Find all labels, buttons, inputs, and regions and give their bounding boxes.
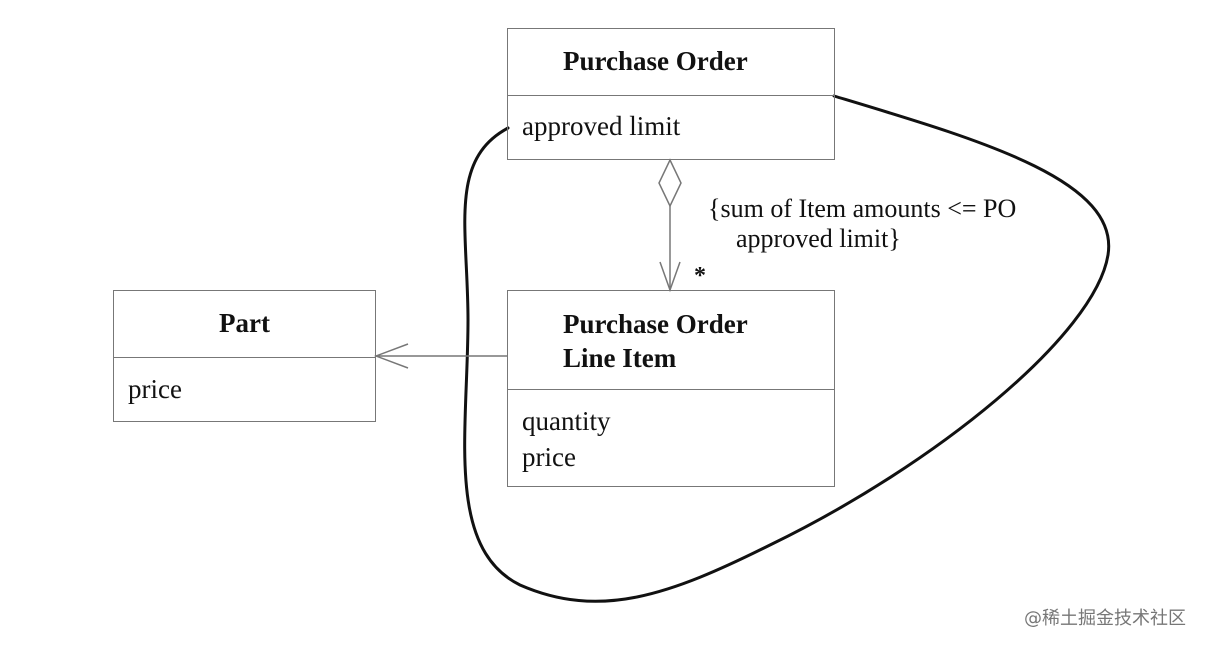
part-header: Part: [114, 291, 375, 357]
part-price-attribute: price: [128, 374, 182, 404]
line-item-title-line-1: Purchase Order: [563, 309, 748, 339]
line-item-title-line-2: Line Item: [563, 343, 677, 373]
approved-limit-attribute: approved limit: [522, 111, 681, 141]
constraint-note: {sum of Item amounts <= PO approved limi…: [708, 194, 1016, 254]
line-item-price-attribute: price: [522, 442, 576, 472]
part-title: Part: [219, 308, 270, 338]
part-class: Part price: [113, 290, 376, 422]
purchase-order-line-item-attributes: quantity price: [508, 389, 834, 486]
constraint-boundary-curve: [463, 94, 1111, 603]
aggregation-diamond: [658, 158, 682, 208]
purchase-order-title: Purchase Order: [563, 46, 748, 76]
purchase-order-class: Purchase Order approved limit: [507, 28, 835, 160]
constraint-line-2: approved limit}: [736, 224, 901, 253]
constraint-line-1: {sum of Item amounts <= PO: [708, 194, 1017, 223]
part-association-arrowhead: [373, 343, 409, 369]
part-attributes: price: [114, 357, 375, 421]
purchase-order-line-item-class: Purchase Order Line Item quantity price: [507, 290, 835, 487]
multiplicity-label: *: [694, 263, 706, 289]
watermark: @稀土掘金技术社区: [1024, 608, 1186, 629]
purchase-order-line-item-header: Purchase Order Line Item: [508, 291, 834, 389]
quantity-attribute: quantity: [522, 406, 611, 436]
purchase-order-attributes: approved limit: [508, 95, 834, 159]
purchase-order-header: Purchase Order: [508, 29, 834, 95]
